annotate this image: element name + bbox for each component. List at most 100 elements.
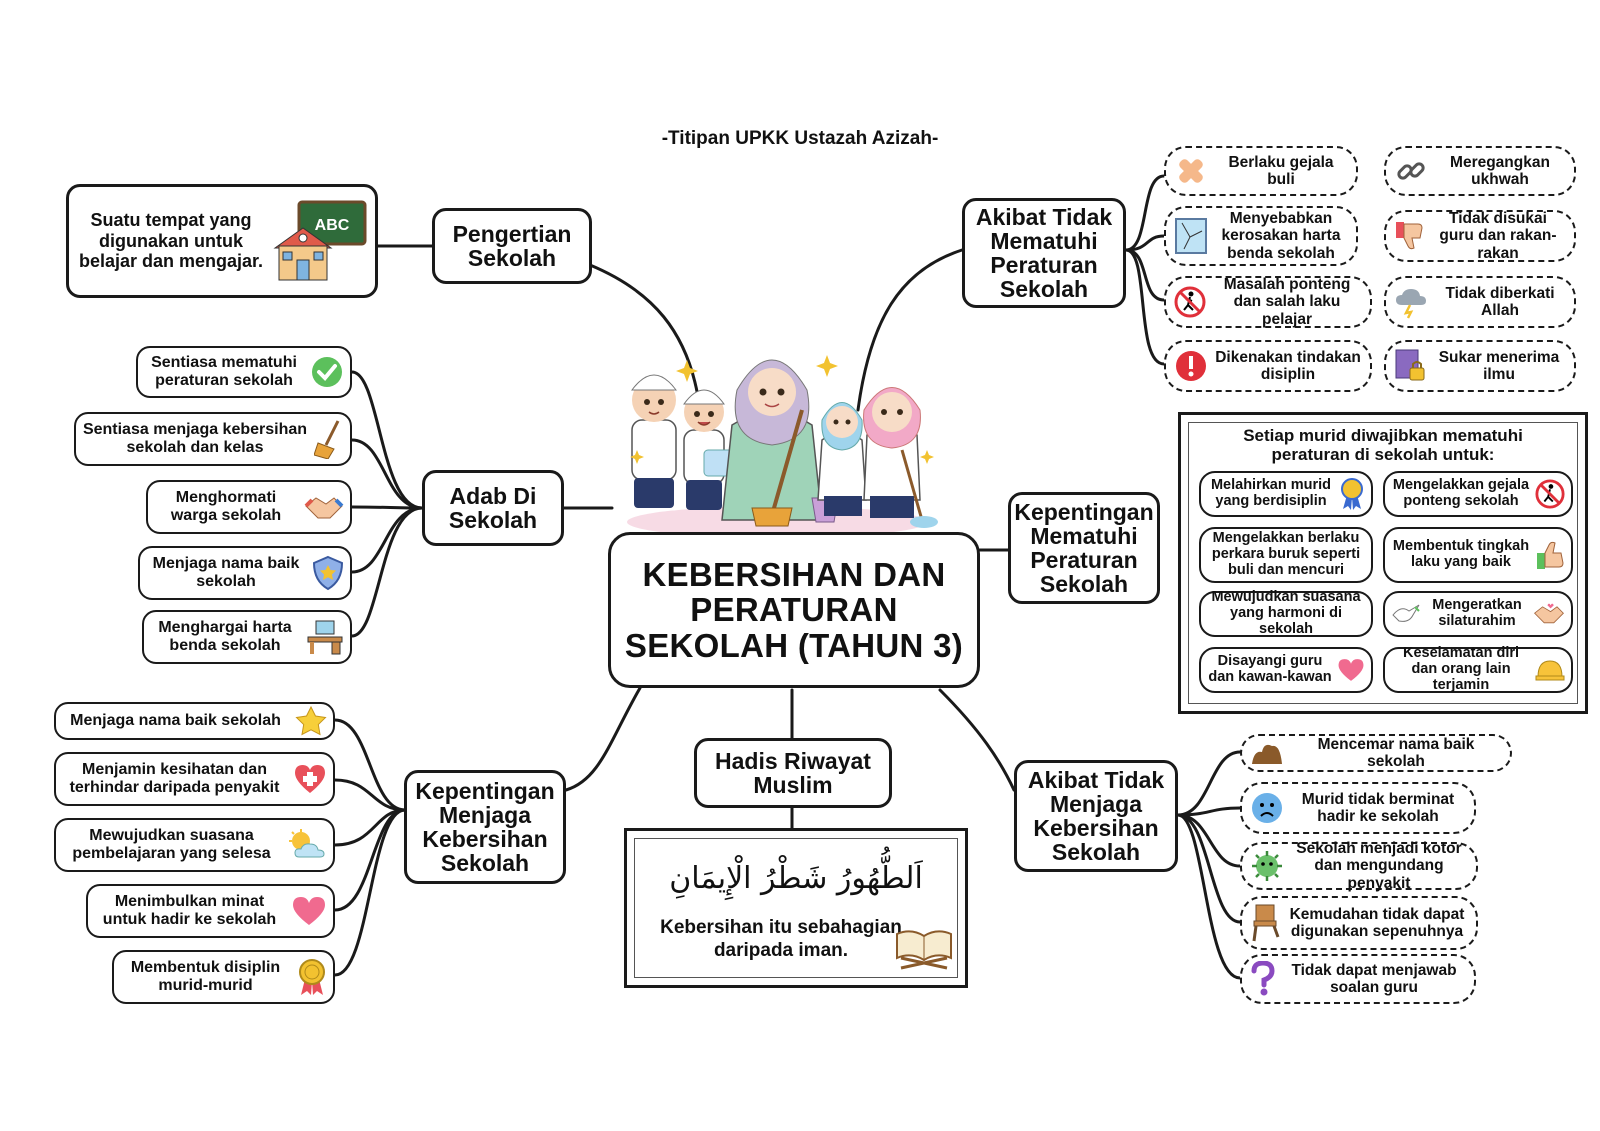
topic-kepentingan-kebersihan-label: Kepentingan Menjaga Kebersihan Sekolah (415, 777, 555, 877)
storm-cloud-icon (1394, 285, 1428, 319)
handshake-icon (304, 492, 344, 522)
akibat-peraturan-item: Masalah ponteng dan salah laku pelajar (1164, 276, 1372, 328)
akibat-kebersihan-item-label: Mencemar nama baik sekolah (1317, 735, 1475, 770)
adab-item-label: Menjaga nama baik sekolah (152, 554, 300, 590)
akibat-peraturan-item: Sukar menerima ilmu (1384, 340, 1576, 392)
akibat-kebersihan-item: Sekolah menjadi kotor dan mengundang pen… (1240, 840, 1478, 892)
akibat-kebersihan-item-label: Tidak dapat menjawab soalan guru (1291, 961, 1457, 996)
adab-item-label: Sentiasa mematuhi peraturan sekolah (151, 353, 297, 389)
akibat-peraturan-item-label: Berlaku gejala buli (1228, 153, 1334, 188)
akibat-kebersihan-item-label: Sekolah menjadi kotor dan mengundang pen… (1296, 840, 1462, 892)
kebersihan-item: Mewujudkan suasana pembelajaran yang sel… (54, 818, 335, 872)
akibat-peraturan-item: Dikenakan tindakan disiplin (1164, 340, 1372, 392)
peraturan-item-label: Mengelakkan gejala ponteng sekolah (1392, 477, 1530, 509)
akibat-peraturan-item-label: Sukar menerima ilmu (1438, 348, 1560, 383)
boy-figure (631, 374, 677, 508)
adab-item: Menjaga nama baik sekolah (138, 546, 352, 600)
peraturan-item: Mewujudkan suasana yang harmoni di sekol… (1199, 589, 1373, 637)
board-text: ABC (315, 217, 350, 234)
children-cleaning-illustration (627, 355, 938, 538)
pengertian-definition: Suatu tempat yang digunakan untuk belaja… (66, 184, 378, 298)
no-running-icon (1535, 479, 1565, 509)
akibat-kebersihan-item-label: Kemudahan tidak dapat digunakan sepenuhn… (1289, 905, 1465, 940)
sun-cloud-icon (287, 829, 327, 861)
alert-icon (1174, 349, 1208, 383)
hadis-arabic: اَلطُّهُورُ شَطْرُ الْإِيمَانِ (669, 861, 923, 896)
akibat-peraturan-item-label: Dikenakan tindakan disiplin (1215, 348, 1361, 383)
topic-kepentingan-kebersihan: Kepentingan Menjaga Kebersihan Sekolah (404, 770, 566, 884)
star-icon (295, 706, 327, 736)
kebersihan-item: Menimbulkan minat untuk hadir ke sekolah (86, 884, 335, 938)
kepentingan-peraturan-title: Setiap murid diwajibkan mematuhi peratur… (1243, 426, 1523, 464)
center-title: KEBERSIHAN DAN PERATURAN SEKOLAH (TAHUN … (608, 532, 980, 688)
dove-icon (1391, 601, 1421, 627)
kebersihan-item-label: Mewujudkan suasana pembelajaran yang sel… (72, 826, 271, 862)
peraturan-item: Mengeratkan silaturahim (1383, 591, 1573, 637)
peraturan-item-label: Mengelakkan berlaku perkara buruk sepert… (1211, 530, 1361, 578)
akibat-kebersihan-item: Kemudahan tidak dapat digunakan sepenuhn… (1240, 896, 1478, 950)
peraturan-item: Disayangi guru dan kawan-kawan (1199, 647, 1373, 693)
peraturan-item: Membentuk tingkah laku yang baik (1383, 527, 1573, 583)
broken-chain-icon (1394, 154, 1428, 188)
thumbs-up-icon (1535, 539, 1565, 571)
topic-akibat-peraturan: Akibat Tidak Mematuhi Peraturan Sekolah (962, 198, 1126, 308)
broken-window-icon (1174, 217, 1208, 255)
question-icon (1250, 961, 1276, 997)
line-center-kepentingan-kebersihan (564, 686, 642, 792)
peraturan-item: Melahirkan murid yang berdisiplin (1199, 471, 1373, 517)
peraturan-item-label: Membentuk tingkah laku yang baik (1392, 538, 1530, 570)
kebersihan-item-label: Membentuk disiplin murid-murid (130, 958, 281, 994)
peraturan-item-label: Keselamatan diri dan orang lain terjamin (1402, 645, 1520, 693)
line-center-pengertian (588, 263, 702, 412)
peraturan-item-label: Disayangi guru dan kawan-kawan (1208, 653, 1332, 685)
adab-item-label: Menghargai harta benda sekolah (158, 618, 292, 654)
adab-item-label: Menghormati warga sekolah (170, 488, 282, 524)
topic-kepentingan-peraturan-label: Kepentingan Mematuhi Peraturan Sekolah (1014, 498, 1154, 598)
akibat-peraturan-item: Meregangkan ukhwah (1384, 146, 1576, 196)
akibat-kebersihan-item: Tidak dapat menjawab soalan guru (1240, 954, 1476, 1004)
topic-akibat-kebersihan-label: Akibat Tidak Menjaga Kebersihan Sekolah (1027, 766, 1165, 866)
topic-hadis-label: Hadis Riwayat Muslim (715, 747, 871, 798)
adab-item: Menghargai harta benda sekolah (142, 610, 352, 664)
hadis-translation: Kebersihan itu sebahagian daripada iman. (660, 917, 902, 961)
bandage-icon (1174, 154, 1208, 188)
topic-akibat-peraturan-label: Akibat Tidak Mematuhi Peraturan Sekolah (975, 203, 1113, 303)
sad-face-icon (1250, 791, 1284, 825)
topic-pengertian: Pengertian Sekolah (432, 208, 592, 284)
topic-adab-label: Adab Di Sekolah (448, 482, 538, 533)
akibat-peraturan-item: Menyebabkan kerosakan harta benda sekola… (1164, 206, 1358, 266)
akibat-peraturan-item: Berlaku gejala buli (1164, 146, 1358, 196)
adab-item: Menghormati warga sekolah (146, 480, 352, 534)
hadis-frame: اَلطُّهُورُ شَطْرُ الْإِيمَانِ Kebersiha… (624, 828, 968, 988)
handshake-icon (1533, 601, 1565, 627)
kebersihan-item-label: Menimbulkan minat untuk hadir ke sekolah (102, 892, 277, 928)
akibat-kebersihan-item: Murid tidak berminat hadir ke sekolah (1240, 782, 1476, 834)
locked-book-icon (1394, 348, 1426, 384)
peraturan-item-label: Melahirkan murid yang berdisiplin (1210, 477, 1332, 509)
line-center-akibat-peraturan (856, 248, 964, 412)
kebersihan-item: Membentuk disiplin murid-murid (112, 950, 335, 1004)
center-title-text: KEBERSIHAN DAN PERATURAN SEKOLAH (TAHUN … (624, 555, 964, 664)
no-running-icon (1174, 286, 1206, 318)
topic-adab: Adab Di Sekolah (422, 470, 564, 546)
kebersihan-item: Menjaga nama baik sekolah (54, 702, 335, 740)
kebersihan-item-label: Menjaga nama baik sekolah (70, 711, 281, 729)
ribbon-icon (1339, 477, 1365, 511)
check-icon (310, 355, 344, 389)
teacher-figure (721, 359, 823, 527)
heart-icon (291, 895, 327, 927)
peraturan-item: Mengelakkan berlaku perkara buruk sepert… (1199, 527, 1373, 583)
akibat-kebersihan-item: Mencemar nama baik sekolah (1240, 734, 1512, 772)
medal-icon (297, 957, 327, 997)
broom-icon (314, 419, 344, 459)
peraturan-item: Keselamatan diri dan orang lain terjamin (1383, 645, 1573, 693)
akibat-peraturan-item-label: Tidak diberkati Allah (1445, 284, 1555, 319)
broken-chair-icon (1250, 903, 1280, 943)
shield-icon (312, 555, 344, 591)
akibat-peraturan-item-label: Menyebabkan kerosakan harta benda sekola… (1221, 210, 1341, 262)
peraturan-item-label: Mewujudkan suasana yang harmoni di sekol… (1211, 589, 1361, 637)
peraturan-item-label: Mengeratkan silaturahim (1432, 597, 1522, 629)
adab-item: Sentiasa mematuhi peraturan sekolah (136, 346, 352, 398)
akibat-peraturan-item: Tidak diberkati Allah (1384, 276, 1576, 328)
